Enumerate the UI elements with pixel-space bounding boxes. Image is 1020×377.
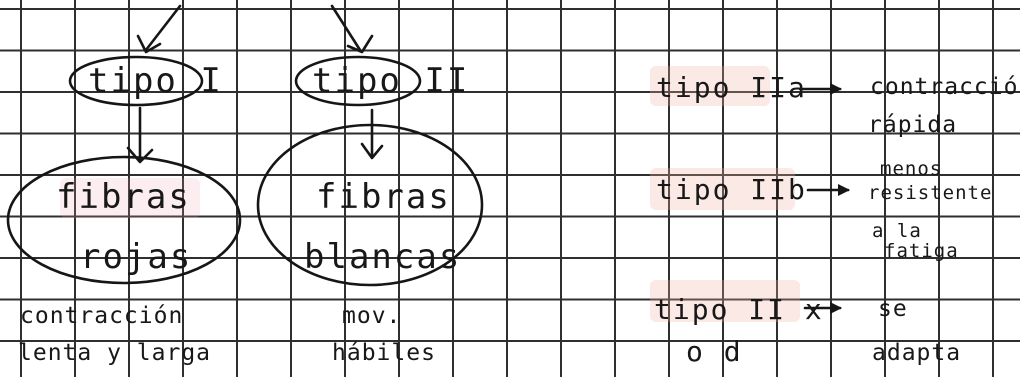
highlight-tipo-iia	[650, 66, 770, 106]
label-fibras-left: fibras	[56, 177, 191, 217]
desc-iia-line2: rápida	[868, 112, 958, 138]
arrow-tipo-iix-head	[830, 302, 842, 314]
highlight-fibras-rojas	[60, 178, 200, 218]
label-tipo-iib: tipo IIb	[656, 173, 807, 206]
desc-iix-line1: se	[878, 296, 908, 322]
arrow-into-tipo-ii	[330, 4, 362, 52]
label-tipo-iix: tipo II x	[654, 293, 824, 326]
circle-fibras-rojas	[6, 155, 242, 285]
desc-iib-line2: resistente	[868, 182, 993, 204]
label-tipo-i: tipo I	[88, 61, 223, 101]
desc-iib-line1: menos	[880, 158, 943, 180]
arrow-down-middle-head	[360, 142, 384, 160]
arrow-into-tipo-i	[144, 4, 182, 52]
desc-habiles: hábiles	[332, 340, 436, 366]
oval-tipo-ii	[294, 55, 422, 107]
arrow-tipo-iia-head	[830, 83, 842, 95]
label-tipo-iia: tipo IIa	[656, 71, 807, 104]
desc-lenta-larga: lenta y larga	[18, 340, 212, 366]
oval-tipo-i	[68, 55, 204, 107]
arrow-tipo-iib-head	[838, 184, 850, 196]
desc-iia-line1: contracció	[870, 74, 1019, 100]
desc-mov: mov.	[342, 303, 402, 329]
desc-contraccion-left: contracción	[20, 303, 184, 329]
label-o-d: o d	[686, 335, 743, 368]
circle-fibras-blancas	[256, 123, 484, 287]
desc-iib-line3: a la	[872, 220, 922, 242]
label-fibras-middle: fibras	[316, 177, 451, 217]
label-tipo-ii: tipo II	[312, 61, 470, 101]
desc-iix-line2: adapta	[872, 340, 962, 366]
highlight-tipo-iix	[650, 280, 800, 322]
highlight-tipo-iib	[650, 168, 795, 210]
label-blancas: blancas	[304, 237, 462, 277]
label-rojas: rojas	[80, 237, 193, 277]
arrow-into-tipo-ii-head	[346, 34, 374, 54]
arrow-down-left-head	[126, 146, 154, 164]
arrow-into-tipo-i-head	[136, 34, 162, 54]
desc-iib-line4: fatiga	[884, 240, 959, 262]
